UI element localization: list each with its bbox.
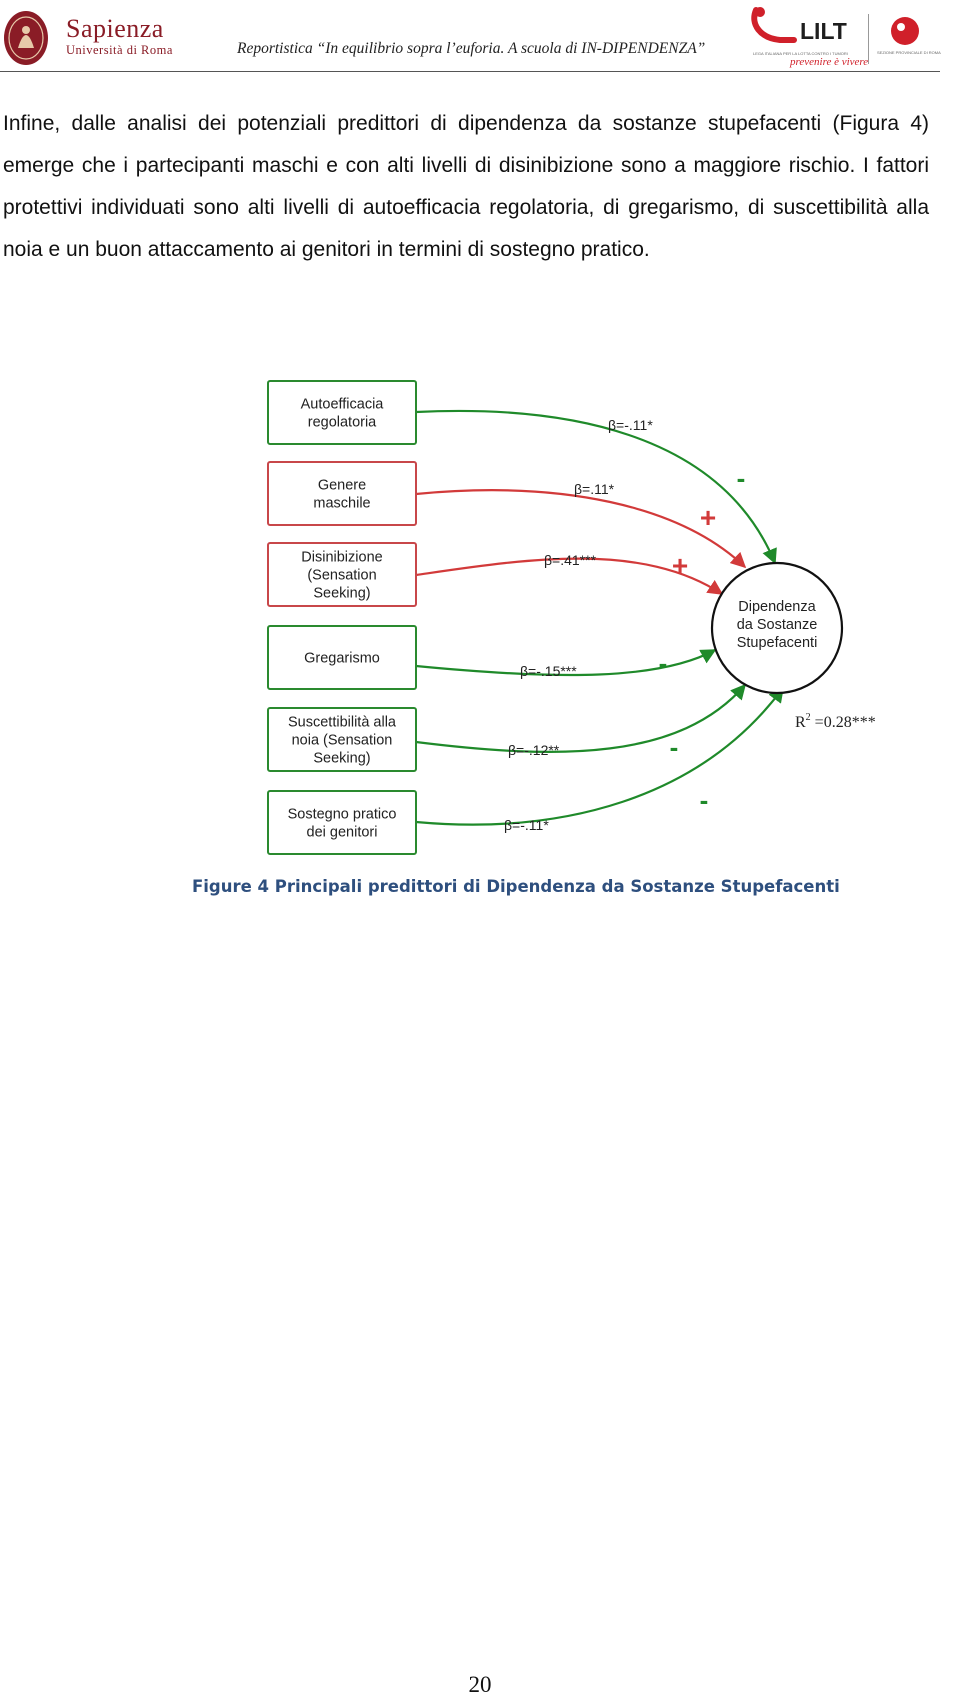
predictor-box — [267, 707, 417, 772]
effect-sign: + — [700, 502, 716, 533]
effect-sign: - — [659, 648, 668, 678]
path-diagram: Autoefficacia regolatoria β=-.11* - Genere ma… — [267, 380, 876, 855]
lilt-section-logo — [891, 17, 919, 45]
effect-sign: - — [670, 732, 679, 762]
figure-caption: Figure 4 Principali predittori di Dipend… — [192, 877, 840, 896]
beta-label: β=-.12** — [508, 742, 560, 758]
predictor-label: Disinibizione — [301, 550, 382, 566]
predictor-label: noia (Sensation — [292, 733, 393, 749]
sapienza-logo-name: Sapienza — [66, 14, 164, 43]
predictor-label: Autoefficacia — [301, 397, 385, 413]
lilt-logo-mark — [751, 7, 797, 43]
predictor-label: Genere — [318, 478, 366, 494]
beta-label: β=-.11* — [608, 417, 653, 433]
predictor-label: dei genitori — [307, 825, 378, 841]
path-arrow — [415, 686, 784, 826]
outcome-label: Stupefacenti — [737, 635, 818, 651]
effect-sign: - — [700, 785, 709, 815]
predictor-label: regolatoria — [308, 415, 377, 431]
path-arrow — [415, 557, 724, 595]
beta-label: β=-.11* — [504, 817, 549, 833]
effect-sign: - — [737, 463, 746, 493]
sapienza-logo-subtitle: Università di Roma — [66, 43, 173, 57]
header-rule — [0, 71, 940, 72]
predictor-label: Seeking) — [313, 751, 370, 767]
path-arrow — [415, 489, 747, 569]
path-arrow — [415, 649, 717, 677]
outcome-label: Dipendenza — [738, 599, 816, 615]
beta-label: β=-.15*** — [520, 663, 577, 679]
predictor-box — [267, 461, 417, 526]
r-squared-label: R2 =0.28*** — [795, 712, 876, 731]
lilt-logo-name: LILT — [800, 18, 847, 44]
predictor-label: Sostegno pratico — [288, 807, 397, 823]
outcome-label: da Sostanze — [737, 617, 818, 633]
body-paragraph: Infine, dalle analisi dei potenziali pre… — [3, 112, 929, 261]
beta-label: β=.41*** — [544, 552, 597, 568]
page-number: 20 — [468, 1672, 492, 1697]
lilt-section-label: SEZIONE PROVINCIALE DI ROMA — [877, 50, 941, 55]
path-arrow — [415, 683, 747, 753]
predictor-box — [267, 625, 417, 690]
lilt-logo-tagline: LEGA ITALIANA PER LA LOTTA CONTRO I TUMO… — [753, 51, 848, 56]
predictor-label: Gregarismo — [304, 651, 380, 667]
predictor-label: (Sensation — [307, 568, 376, 584]
beta-label: β=.11* — [574, 481, 615, 497]
predictor-label: maschile — [313, 496, 370, 512]
effect-sign: + — [672, 550, 688, 581]
outcome-circle — [710, 561, 844, 695]
predictor-box — [267, 542, 417, 607]
predictor-label: Seeking) — [313, 586, 370, 602]
page-header: Sapienza Università di Roma Reportistica… — [0, 0, 960, 74]
lilt-logo-slogan: prevenire è vivere — [790, 56, 869, 68]
header-divider — [868, 14, 869, 64]
path-arrow — [415, 409, 777, 565]
report-header-title: Reportistica “In equilibrio sopra l’eufo… — [237, 40, 706, 57]
predictor-box — [267, 790, 417, 855]
predictor-box — [267, 380, 417, 445]
predictor-label: Suscettibilità alla — [288, 715, 397, 731]
sapienza-seal-logo — [4, 11, 48, 65]
